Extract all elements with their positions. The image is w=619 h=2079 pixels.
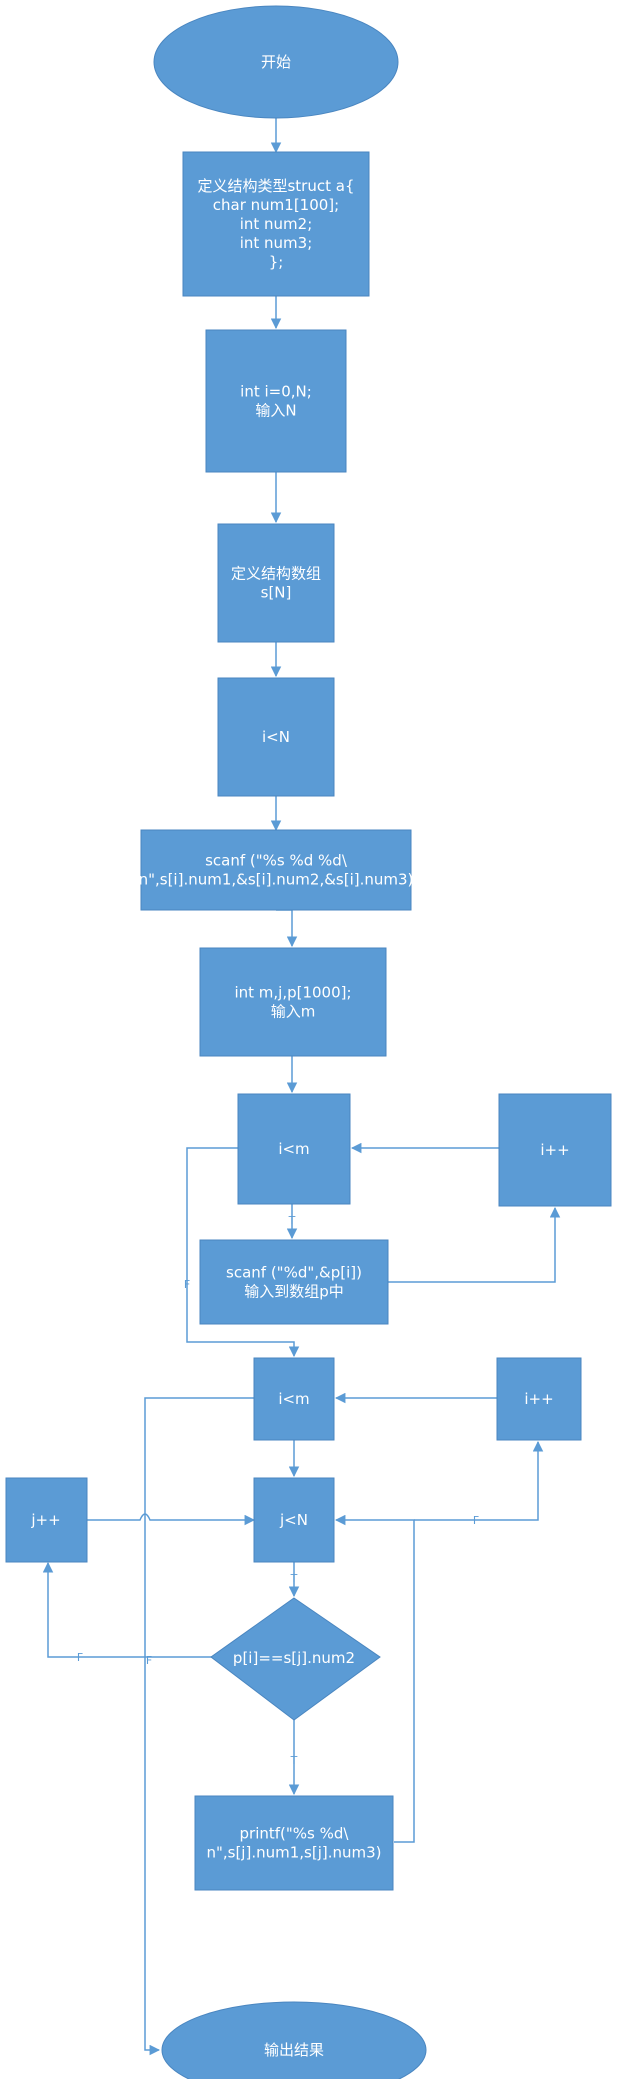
label-loop1-true: T: [288, 1214, 296, 1227]
edge-outer-false: [144, 1397, 254, 2056]
node-text-line: 开始: [261, 53, 291, 71]
node-scanf-struct-text: scanf ("%s %d %d\n",s[i].num1,&s[i].num2…: [139, 852, 414, 889]
node-text-line: i++: [524, 1390, 553, 1408]
edge-labels: T F T F T F F: [77, 1214, 479, 1767]
node-text-line: int m,j,p[1000];: [234, 984, 351, 1002]
node-text-line: i<m: [278, 1140, 309, 1158]
node-end: 输出结果: [161, 2001, 427, 2079]
node-text-line: };: [269, 253, 284, 271]
label-inner-false: F: [473, 1514, 479, 1527]
node-text-line: int num2;: [240, 215, 313, 233]
node-text-line: j++: [30, 1511, 60, 1529]
edge-incrj-to-inner: [87, 1513, 256, 1526]
node-incr-j: j++: [5, 1477, 88, 1563]
node-text-line: int i=0,N;: [240, 383, 312, 401]
node-cond-match-text: p[i]==s[j].num2: [233, 1649, 355, 1667]
node-text-line: printf("%s %d\: [240, 1825, 350, 1843]
node-cond-i-lt-m-2: i<m: [253, 1357, 335, 1441]
node-incr-j-text: j++: [30, 1511, 60, 1529]
node-scanf-p: scanf ("%d",&p[i])输入到数组p中: [199, 1239, 389, 1325]
label-match-true: T: [290, 1754, 298, 1767]
node-text-line: char num1[100];: [213, 196, 339, 214]
node-incr-i-1-text: i++: [540, 1141, 569, 1159]
node-cond-j-lt-n-text: j<N: [279, 1511, 308, 1529]
node-printf-out-text: printf("%s %d\n",s[j].num1,s[j].num3): [206, 1825, 381, 1862]
node-text-line: i++: [540, 1141, 569, 1159]
node-cond-j-lt-n: j<N: [253, 1477, 335, 1563]
node-scanf-struct: scanf ("%s %d %d\n",s[i].num1,&s[i].num2…: [139, 829, 414, 911]
label-match-false: F: [77, 1651, 83, 1664]
node-text-line: 输入到数组p中: [244, 1283, 344, 1301]
label-loop1-false: F: [184, 1278, 190, 1291]
node-cond-i-lt-n: i<N: [217, 677, 335, 797]
node-scanf-p-text: scanf ("%d",&p[i])输入到数组p中: [226, 1264, 362, 1301]
node-text-line: p[i]==s[j].num2: [233, 1649, 355, 1667]
label-inner-true: T: [290, 1572, 298, 1585]
node-text-line: 输入N: [255, 402, 296, 420]
node-text-line: 输入m: [271, 1003, 316, 1021]
node-cond-i-lt-m-2-text: i<m: [278, 1390, 309, 1408]
node-text-line: i<N: [262, 728, 290, 746]
edge-inner-false: [414, 1440, 544, 1521]
node-init-n-text: int i=0,N;输入N: [240, 383, 312, 420]
node-init-m-text: int m,j,p[1000];输入m: [234, 984, 351, 1021]
node-text-line: scanf ("%d",&p[i]): [226, 1264, 362, 1282]
node-text-line: 定义结构类型struct a{: [197, 177, 354, 195]
node-text-line: n",s[i].num1,&s[i].num2,&s[i].num3): [139, 871, 414, 889]
node-cond-i-lt-n-text: i<N: [262, 728, 290, 746]
node-start-text: 开始: [261, 53, 291, 71]
node-init-n: int i=0,N;输入N: [205, 329, 347, 473]
edge-match-false: [42, 1561, 214, 1658]
nodes: 开始 定义结构类型struct a{char num1[100];int num…: [5, 5, 612, 2079]
node-text-line: scanf ("%s %d %d\: [205, 852, 348, 870]
node-text-line: 定义结构数组: [231, 565, 321, 583]
edge-printf-to-inner: [334, 1514, 415, 1843]
node-cond-i-lt-m-1: i<m: [237, 1093, 351, 1205]
node-text-line: n",s[j].num1,s[j].num3): [206, 1844, 381, 1862]
edge-scanfp-to-incr1: [388, 1206, 561, 1283]
node-init-m: int m,j,p[1000];输入m: [199, 947, 387, 1057]
node-incr-i-2: i++: [496, 1357, 582, 1441]
node-incr-i-2-text: i++: [524, 1390, 553, 1408]
node-cond-i-lt-m-1-text: i<m: [278, 1140, 309, 1158]
node-incr-i-1: i++: [498, 1093, 612, 1207]
node-text-line: 输出结果: [264, 2041, 324, 2059]
edge-loop1-false: [186, 1147, 300, 1358]
node-text-line: i<m: [278, 1390, 309, 1408]
node-printf-out: printf("%s %d\n",s[j].num1,s[j].num3): [194, 1795, 394, 1891]
node-start: 开始: [153, 5, 399, 119]
node-cond-match: p[i]==s[j].num2: [210, 1597, 381, 1721]
node-text-line: s[N]: [261, 584, 292, 602]
node-text-line: int num3;: [240, 234, 313, 252]
node-struct-def: 定义结构类型struct a{char num1[100];int num2;i…: [182, 151, 370, 297]
node-text-line: j<N: [279, 1511, 308, 1529]
edge-scanf-to-initm: [276, 909, 298, 948]
node-end-text: 输出结果: [264, 2041, 324, 2059]
label-outer-false: F: [146, 1654, 152, 1667]
node-struct-def-text: 定义结构类型struct a{char num1[100];int num2;i…: [197, 177, 354, 271]
